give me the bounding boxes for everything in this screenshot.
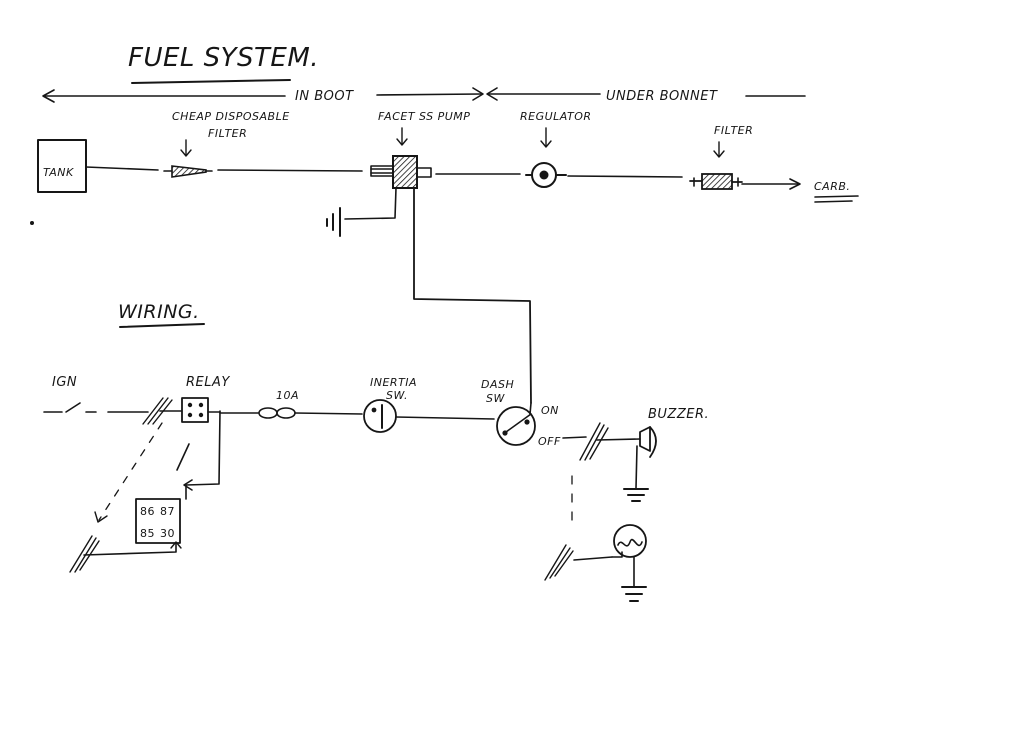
svg-text:WIRING.: WIRING. xyxy=(118,301,200,323)
svg-text:REGULATOR: REGULATOR xyxy=(520,110,592,123)
inertia-switch: INERTIA SW. xyxy=(363,376,495,433)
svg-text:85: 85 xyxy=(140,527,155,540)
under-bonnet-zone-arrow: UNDER BONNET xyxy=(486,87,806,104)
tank: TANK xyxy=(37,139,87,193)
svg-text:OFF: OFF xyxy=(538,435,561,448)
svg-text:RELAY: RELAY xyxy=(186,375,230,390)
carb: CARB. xyxy=(814,180,859,203)
warning-lamp xyxy=(611,524,647,602)
relay-base: 86 87 85 30 xyxy=(135,498,181,544)
pump-earth xyxy=(326,187,397,237)
svg-text:FILTER: FILTER xyxy=(714,124,753,137)
dash-switch: DASH SW ON OFF xyxy=(481,378,587,448)
svg-text:FUEL SYSTEM.: FUEL SYSTEM. xyxy=(128,43,319,73)
svg-text:CHEAP DISPOSABLE: CHEAP DISPOSABLE xyxy=(172,110,290,123)
svg-text:IN BOOT: IN BOOT xyxy=(295,89,354,104)
buzzer: BUZZER. xyxy=(623,407,709,502)
pump-feed-wire xyxy=(413,187,532,404)
regulator: REGULATOR xyxy=(520,110,592,188)
under-bonnet-filter: FILTER xyxy=(689,124,753,190)
svg-text:INERTIA: INERTIA xyxy=(370,376,417,389)
svg-text:10A: 10A xyxy=(276,389,299,402)
svg-text:BUZZER.: BUZZER. xyxy=(648,407,709,422)
facet-ss-pump: FACET SS PUMP xyxy=(370,110,470,189)
connector-off-buzzer xyxy=(571,422,641,527)
svg-text:FACET SS PUMP: FACET SS PUMP xyxy=(378,110,470,123)
relay-wiring xyxy=(69,410,221,573)
connector-lamp xyxy=(544,544,613,581)
svg-text:CARB.: CARB. xyxy=(814,180,850,193)
svg-text:IGN: IGN xyxy=(52,375,77,390)
in-boot-zone-arrow: IN BOOT xyxy=(42,87,484,104)
cheap-disposable-filter: CHEAP DISPOSABLE FILTER xyxy=(163,110,290,178)
svg-text:FILTER: FILTER xyxy=(208,127,247,140)
svg-text:ON: ON xyxy=(541,404,559,417)
svg-text:86: 86 xyxy=(140,505,155,518)
fuel-line xyxy=(85,166,801,190)
fuel-system-heading: FUEL SYSTEM. xyxy=(128,43,319,84)
relay-socket: RELAY xyxy=(181,375,230,423)
ignition-switch: IGN xyxy=(43,375,149,413)
connector-ign-relay xyxy=(142,397,182,425)
fuse-10a: 10A xyxy=(219,389,363,419)
svg-text:SW.: SW. xyxy=(386,389,408,402)
svg-text:UNDER BONNET: UNDER BONNET xyxy=(606,89,718,104)
svg-text:87: 87 xyxy=(160,505,175,518)
svg-text:TANK: TANK xyxy=(43,166,74,179)
svg-text:SW: SW xyxy=(486,392,505,405)
stray-mark xyxy=(30,221,34,225)
svg-text:DASH: DASH xyxy=(481,378,514,391)
svg-text:30: 30 xyxy=(160,527,175,540)
wiring-heading: WIRING. xyxy=(118,301,205,328)
